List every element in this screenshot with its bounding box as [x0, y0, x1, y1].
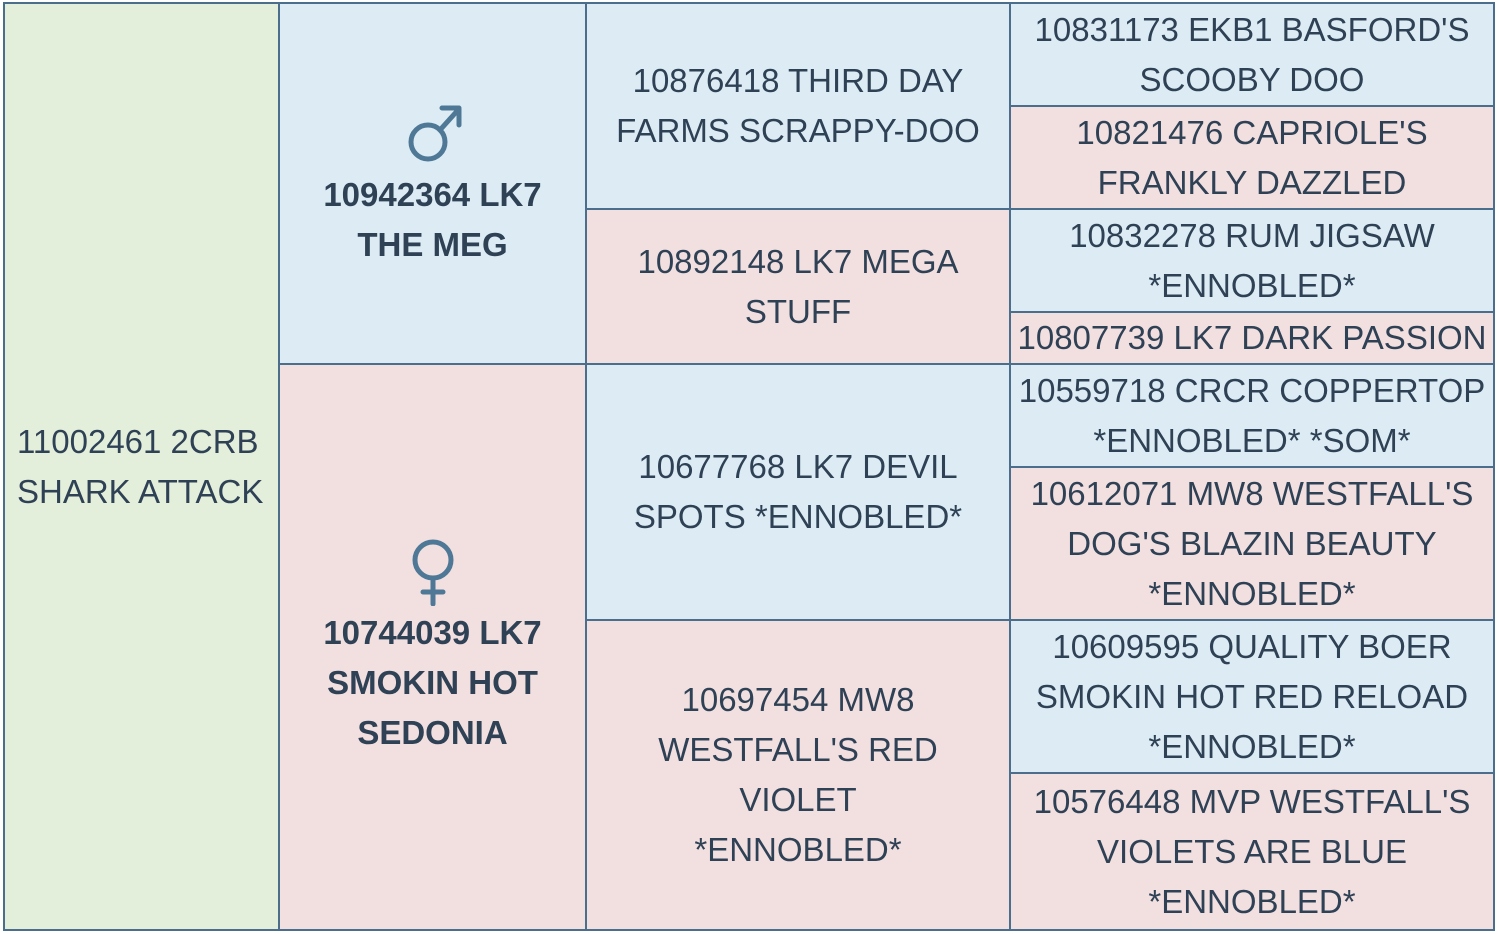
great-grandparent-name: 10576448 MVP WESTFALL'S VIOLETS ARE BLUE…	[1033, 782, 1471, 920]
maternal-granddam-cell: 10697454 MW8 WESTFALL'S RED VIOLET *ENNO…	[587, 621, 1011, 929]
great-grandparent-cell-6: 10612071 MW8 WESTFALL'S DOG'S BLAZIN BEA…	[1011, 468, 1493, 621]
great-grandparent-name: 10832278 RUM JIGSAW *ENNOBLED*	[1069, 216, 1435, 304]
maternal-granddam-name: 10697454 MW8 WESTFALL'S RED VIOLET *ENNO…	[658, 681, 938, 868]
maternal-grandsire-name: 10677768 LK7 DEVIL SPOTS *ENNOBLED*	[633, 448, 963, 535]
great-grandparent-name: 10831173 EKB1 BASFORD'S SCOOBY DOO	[1034, 10, 1470, 98]
male-symbol-icon	[403, 98, 463, 168]
great-grandparent-cell-8: 10576448 MVP WESTFALL'S VIOLETS ARE BLUE…	[1011, 774, 1493, 929]
dam-cell: 10744039 LK7 SMOKIN HOT SEDONIA	[280, 365, 587, 929]
great-grandparent-name: 10609595 QUALITY BOER SMOKIN HOT RED REL…	[1035, 627, 1469, 765]
great-grandparent-cell-2: 10821476 CAPRIOLE'S FRANKLY DAZZLED	[1011, 107, 1493, 210]
great-grandparent-cell-4: 10807739 LK7 DARK PASSION	[1011, 313, 1493, 365]
great-grandparent-cell-1: 10831173 EKB1 BASFORD'S SCOOBY DOO	[1011, 4, 1493, 107]
great-grandparent-name: 10807739 LK7 DARK PASSION	[1017, 319, 1487, 356]
great-grandparent-name: 10612071 MW8 WESTFALL'S DOG'S BLAZIN BEA…	[1030, 474, 1474, 612]
pedigree-table: 11002461 2CRB SHARK ATTACK 10942364 LK7 …	[3, 2, 1495, 931]
sire-cell: 10942364 LK7 THE MEG	[280, 4, 587, 365]
great-grandparent-name: 10821476 CAPRIOLE'S FRANKLY DAZZLED	[1076, 113, 1428, 201]
paternal-grandsire-name: 10876418 THIRD DAY FARMS SCRAPPY-DOO	[616, 62, 980, 149]
sire-name: 10942364 LK7 THE MEG	[323, 175, 542, 263]
great-grandparent-cell-5: 10559718 CRCR COPPERTOP *ENNOBLED* *SOM*	[1011, 365, 1493, 468]
paternal-grandsire-cell: 10876418 THIRD DAY FARMS SCRAPPY-DOO	[587, 4, 1011, 210]
maternal-grandsire-cell: 10677768 LK7 DEVIL SPOTS *ENNOBLED*	[587, 365, 1011, 621]
female-symbol-icon	[403, 536, 463, 606]
great-grandparent-cell-7: 10609595 QUALITY BOER SMOKIN HOT RED REL…	[1011, 621, 1493, 774]
subject-animal-cell: 11002461 2CRB SHARK ATTACK	[5, 4, 280, 929]
paternal-granddam-name: 10892148 LK7 MEGA STUFF	[637, 242, 959, 330]
dam-name: 10744039 LK7 SMOKIN HOT SEDONIA	[323, 614, 542, 751]
great-grandparent-name: 10559718 CRCR COPPERTOP *ENNOBLED* *SOM*	[1018, 371, 1486, 459]
paternal-granddam-cell: 10892148 LK7 MEGA STUFF	[587, 210, 1011, 365]
great-grandparent-cell-3: 10832278 RUM JIGSAW *ENNOBLED*	[1011, 210, 1493, 313]
subject-animal-name: 11002461 2CRB SHARK ATTACK	[17, 422, 264, 510]
